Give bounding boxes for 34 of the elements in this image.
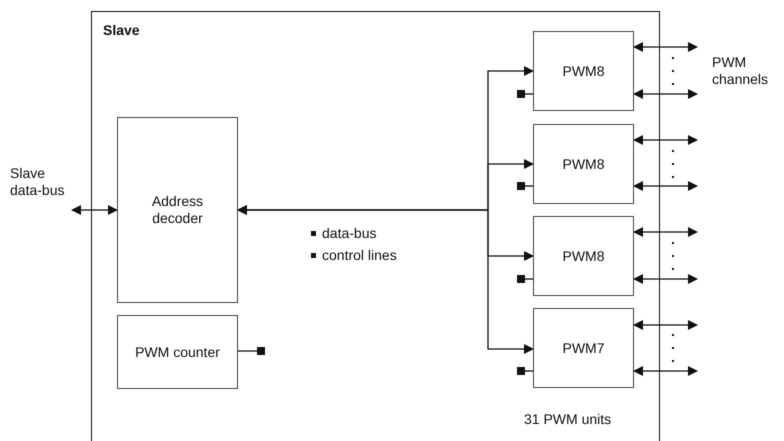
arrow — [237, 205, 534, 354]
bus-label: Slave data-bus — [10, 165, 64, 198]
block-label: Address decoder — [150, 193, 204, 227]
block-box — [533, 308, 634, 388]
block-label: PWM8 — [562, 248, 606, 264]
arrow — [633, 135, 698, 145]
block-label: PWM8 — [562, 156, 606, 172]
block-box — [533, 124, 634, 204]
module-title: Slave — [103, 22, 140, 39]
arrow — [71, 205, 118, 215]
arrow — [633, 274, 698, 284]
arrow — [633, 89, 698, 99]
arrow — [633, 320, 698, 330]
block-label: PWM7 — [562, 340, 606, 356]
arrow — [633, 42, 698, 52]
bus-item: control lines — [322, 247, 397, 264]
signal-line — [517, 90, 533, 98]
arrow — [633, 366, 698, 376]
channels-label: PWM channels — [712, 54, 770, 88]
block-box — [117, 117, 238, 303]
arrow — [633, 227, 698, 237]
block-label: PWM8 — [562, 62, 606, 80]
bus-item: data-bus — [322, 225, 376, 242]
signal-line — [238, 347, 265, 355]
block-box — [533, 31, 634, 111]
block-label: PWM counter — [134, 344, 221, 360]
block-box — [117, 315, 238, 389]
arrow — [633, 181, 698, 191]
block-box — [533, 216, 634, 296]
signal-line — [517, 275, 533, 283]
signal-line — [517, 182, 533, 190]
signal-line — [517, 367, 533, 375]
unit-count-note: 31 PWM units — [524, 411, 612, 428]
slave-module-frame — [91, 11, 660, 441]
